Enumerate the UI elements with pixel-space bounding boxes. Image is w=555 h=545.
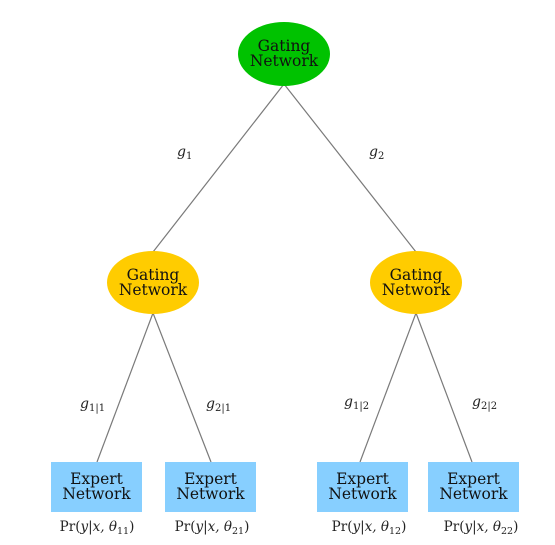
expert-22-line1: Expert <box>447 470 500 488</box>
edge-right-gate-to-expert-12 <box>359 312 417 463</box>
root-gating-network: Gating Network <box>238 22 330 86</box>
right-gating-network: Gating Network <box>370 251 462 314</box>
edge-left-gate-to-expert-11 <box>96 312 154 463</box>
edge-label-g1: g1 <box>177 144 193 162</box>
output-label-22: Pr(y|x, θ22) <box>443 519 519 537</box>
edge-label-g1-given-2: g1|2 <box>344 394 370 412</box>
root-gating-line1: Gating <box>257 37 311 55</box>
output-label-21: Pr(y|x, θ21) <box>174 519 250 537</box>
expert-12-line2: Network <box>328 485 397 503</box>
edge-root-to-right-gate <box>283 83 417 253</box>
right-gating-line2: Network <box>381 280 451 299</box>
expert-network-21: Expert Network <box>165 462 256 512</box>
edge-root-to-left-gate <box>152 83 285 253</box>
output-label-11: Pr(y|x, θ11) <box>59 519 135 537</box>
expert-22-line2: Network <box>439 485 508 503</box>
output-label-12: Pr(y|x, θ12) <box>331 519 407 537</box>
edge-right-gate-to-expert-22 <box>415 312 473 463</box>
expert-network-12: Expert Network <box>317 462 408 512</box>
edge-label-g2-given-2: g2|2 <box>472 394 498 412</box>
expert-21-line2: Network <box>176 485 245 503</box>
expert-11-line2: Network <box>62 485 131 503</box>
expert-21-line1: Expert <box>184 470 237 488</box>
edge-label-g2-given-1: g2|1 <box>206 396 232 414</box>
root-gating-line2: Network <box>249 52 319 70</box>
edge-label-g1-given-1: g1|1 <box>80 396 106 414</box>
left-gating-line1: Gating <box>126 265 180 284</box>
expert-12-line1: Expert <box>336 470 389 488</box>
right-gating-line1: Gating <box>389 265 443 284</box>
left-gating-line2: Network <box>118 280 188 299</box>
expert-network-11: Expert Network <box>51 462 142 512</box>
edge-left-gate-to-expert-21 <box>152 312 212 463</box>
left-gating-network: Gating Network <box>107 251 199 314</box>
expert-network-22: Expert Network <box>428 462 519 512</box>
expert-11-line1: Expert <box>70 470 123 488</box>
edge-label-g2: g2 <box>369 144 385 162</box>
